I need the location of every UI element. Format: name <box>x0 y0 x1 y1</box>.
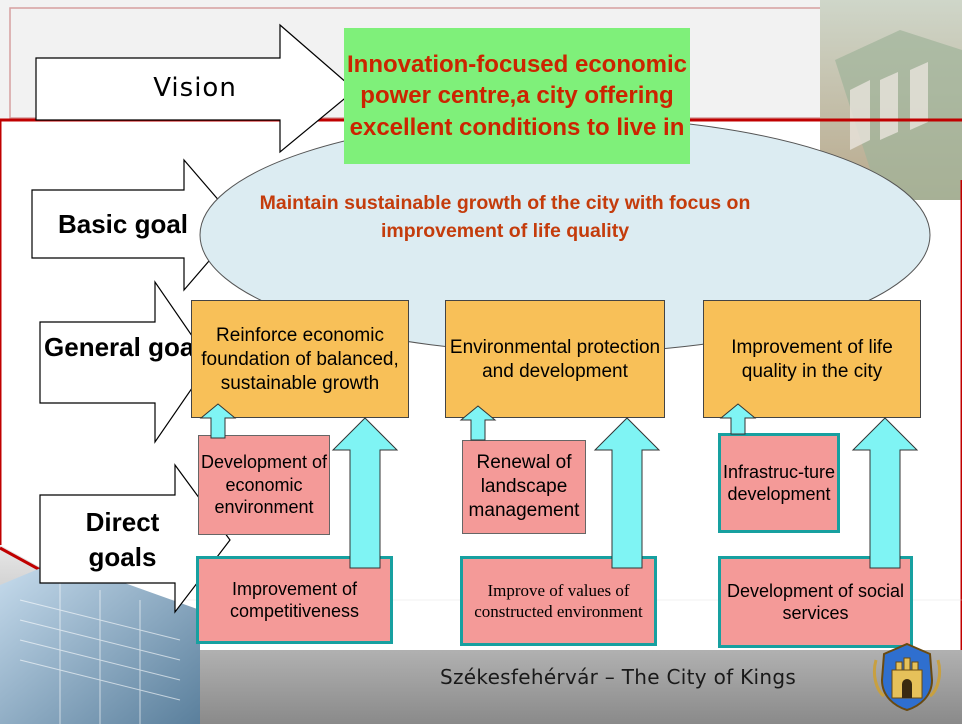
coat-of-arms-logo <box>872 642 942 712</box>
direct-goal-text: Infrastruc-ture development <box>722 461 836 505</box>
direct-goal-box-social-services: Development of social services <box>718 556 913 648</box>
vision-arrow <box>35 23 356 154</box>
up-arrow-large-2 <box>593 417 661 569</box>
general-goal-text: Environmental protection and development <box>449 337 661 382</box>
direct-goal-text: Improve of values of constructed environ… <box>474 580 643 621</box>
vision-label: Vision <box>153 73 237 103</box>
direct-goal-text: Renewal of landscape management <box>468 452 580 521</box>
basic-goal-label: Basic goal <box>57 209 189 239</box>
general-goals-arrow <box>39 280 211 444</box>
footer-text: Székesfehérvár – The City of Kings <box>440 665 797 689</box>
up-arrow-large-1 <box>331 417 399 569</box>
floor-decoration <box>0 545 962 724</box>
general-goal-box-economic: Reinforce economic foundation of balance… <box>191 300 409 418</box>
direct-goal-box-competitiveness: Improvement of competitiveness <box>196 556 393 644</box>
direct-goal-box-economic-environment: Development of economic environment <box>198 435 330 535</box>
general-goal-box-life-quality: Improvement of life quality in the city <box>703 300 921 418</box>
up-arrow-large-3 <box>851 417 919 569</box>
vision-box: Innovation-focused economic power centre… <box>344 28 690 164</box>
general-goals-label: General goals <box>44 332 216 362</box>
up-arrow-small-2 <box>459 405 497 441</box>
direct-goal-box-infrastructure: Infrastruc-ture development <box>718 433 840 533</box>
up-arrow-small-1 <box>199 403 237 439</box>
up-arrow-small-3 <box>719 403 757 435</box>
direct-goals-label: Direct goals <box>85 507 160 573</box>
direct-goal-text: Improvement of competitiveness <box>229 578 360 622</box>
direct-goal-box-landscape: Renewal of landscape management <box>462 440 586 534</box>
direct-goal-box-constructed-environment: Improve of values of constructed environ… <box>460 556 657 646</box>
general-goal-box-environment: Environmental protection and development <box>445 300 665 418</box>
vision-text: Innovation-focused economic power centre… <box>346 51 688 141</box>
general-goal-text: Improvement of life quality in the city <box>731 337 893 382</box>
general-goal-text: Reinforce economic foundation of balance… <box>201 325 399 394</box>
direct-goal-text: Development of economic environment <box>200 452 328 518</box>
direct-goal-text: Development of social services <box>726 580 905 624</box>
basic-goal-text: Maintain sustainable growth of the city … <box>259 192 751 242</box>
